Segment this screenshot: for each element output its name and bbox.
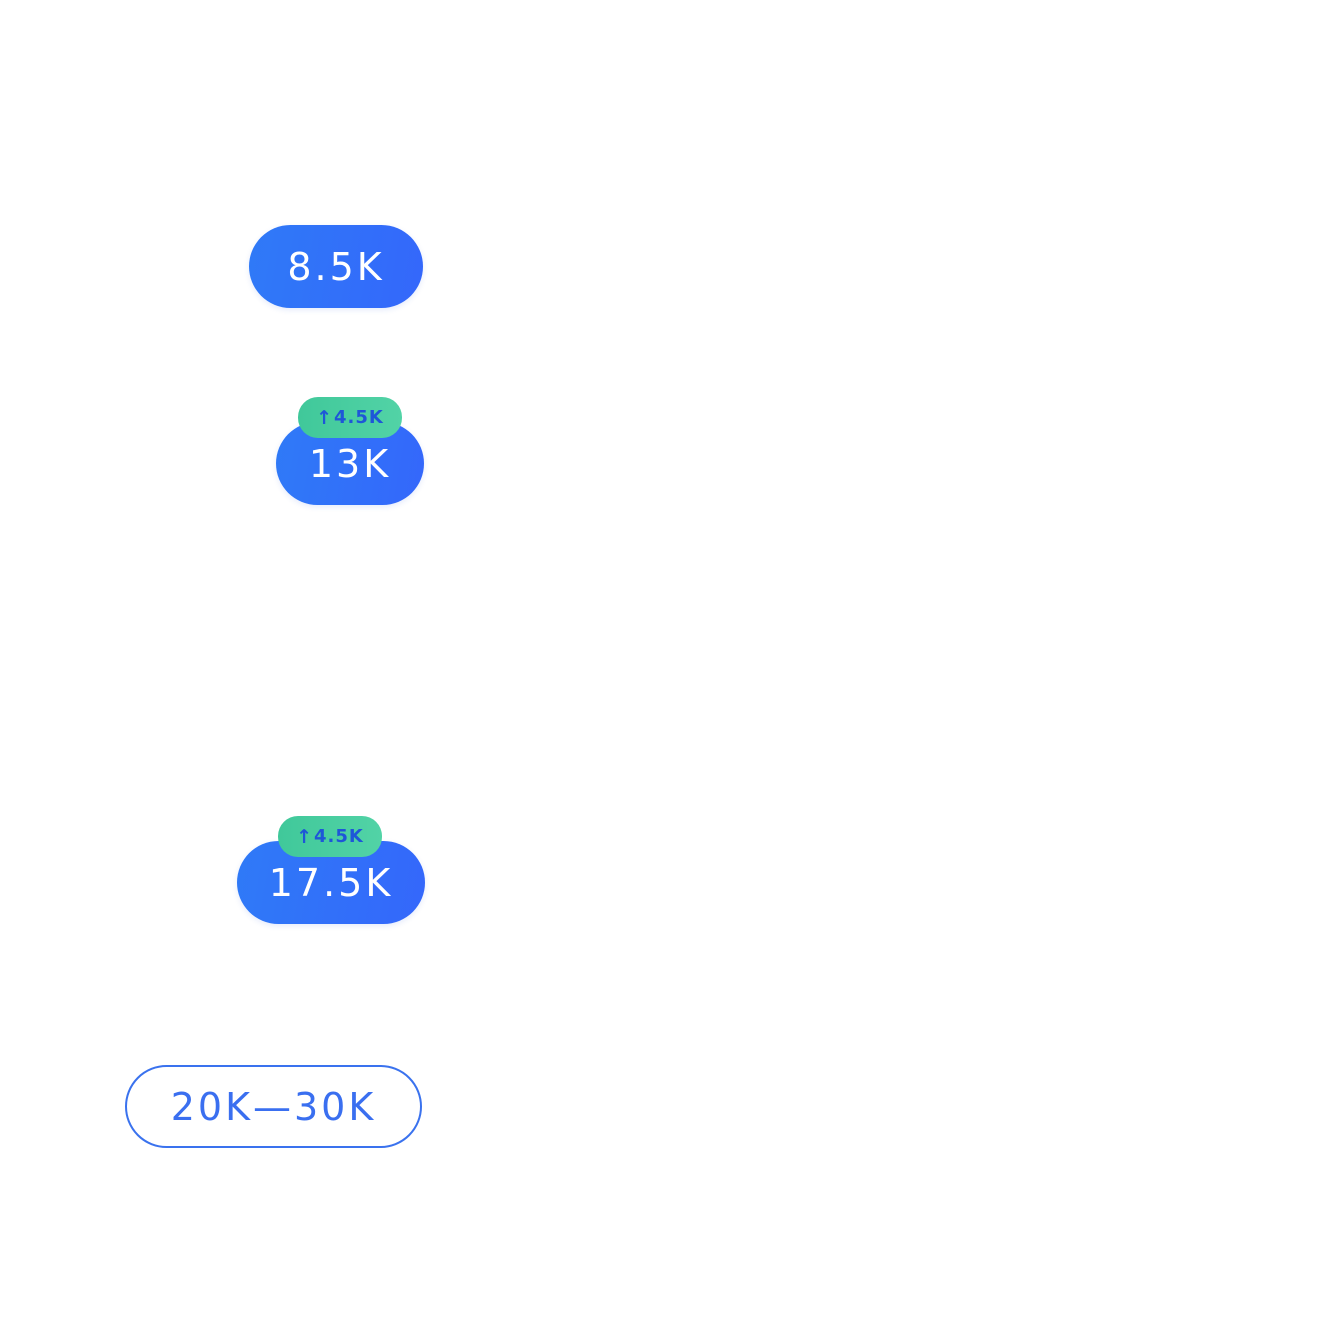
- delta-badge-label: 4.5K: [314, 826, 364, 847]
- delta-badge: ↑ 4.5K: [298, 397, 402, 438]
- arrow-up-icon: ↑: [316, 406, 334, 429]
- value-pill-label: 8.5K: [287, 244, 385, 289]
- delta-badge: ↑ 4.5K: [278, 816, 382, 857]
- delta-badge-label: 4.5K: [334, 407, 384, 428]
- range-pill: 20K—30K: [125, 1065, 422, 1148]
- value-pill-17-5k: 17.5K: [237, 841, 425, 924]
- value-pill-label: 13K: [308, 441, 392, 486]
- value-pill-label: 17.5K: [268, 860, 394, 905]
- range-pill-label: 20K—30K: [170, 1084, 377, 1129]
- value-pill-8-5k: 8.5K: [249, 225, 423, 308]
- arrow-up-icon: ↑: [296, 825, 314, 848]
